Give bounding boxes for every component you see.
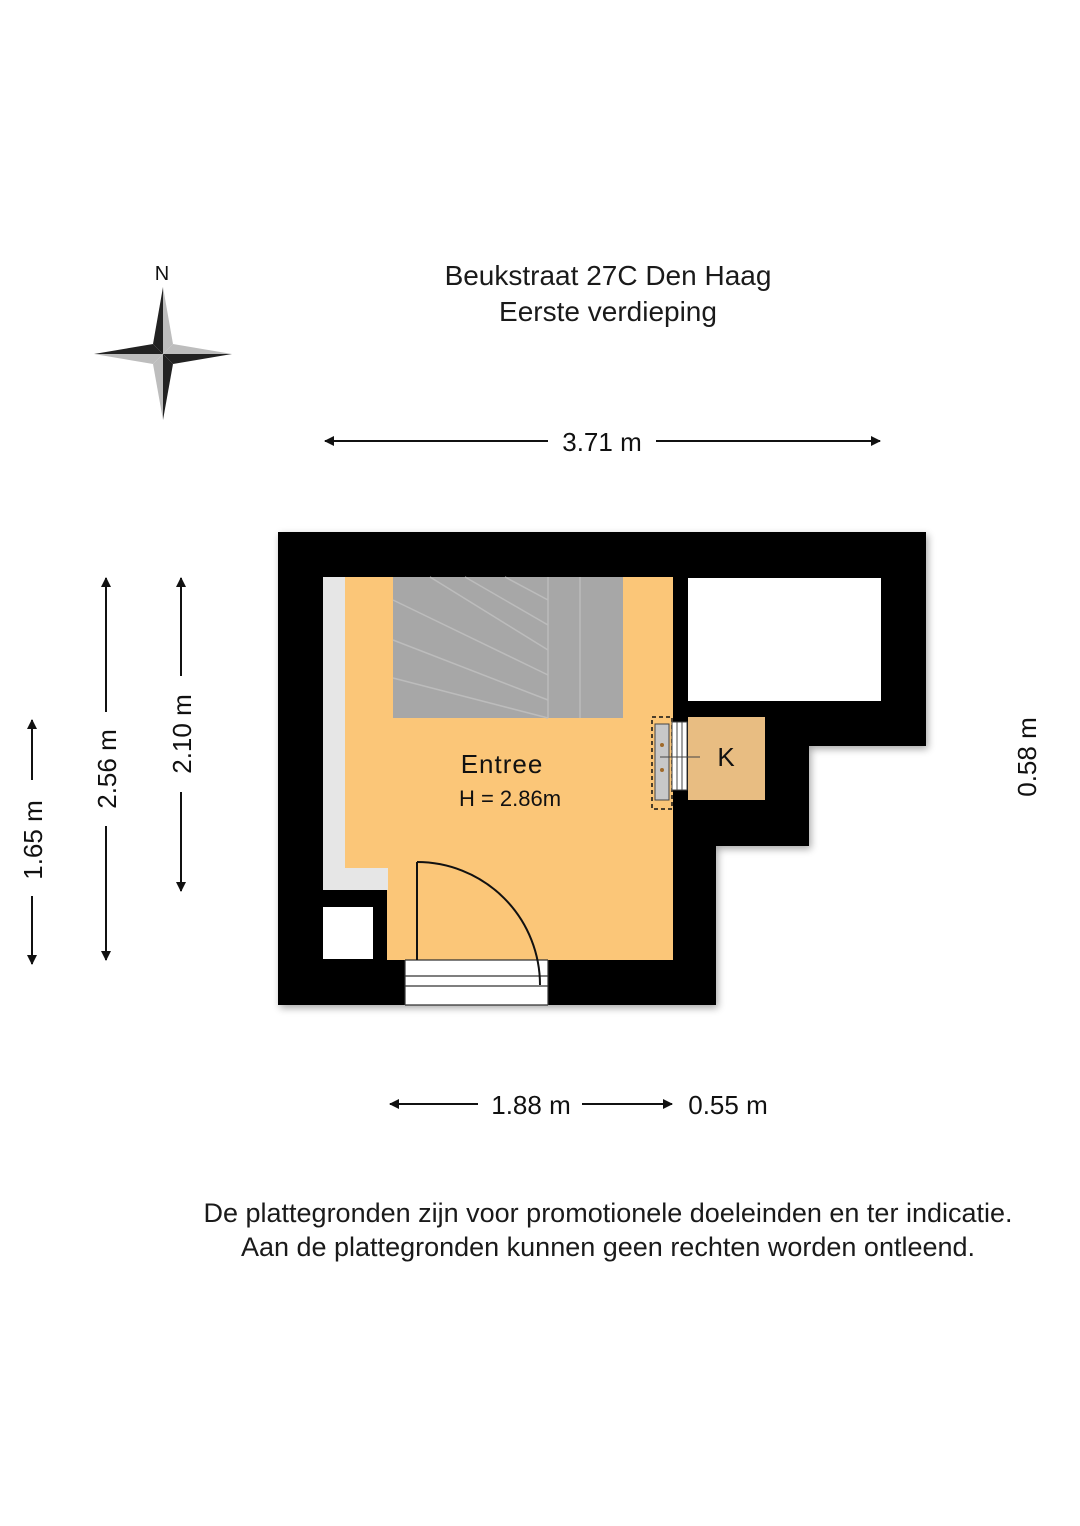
- compass-rose-icon: N: [94, 263, 232, 420]
- closet-label: K: [717, 742, 735, 772]
- staircase: [392, 576, 623, 719]
- dimension-left-outer: 1.65 m: [18, 719, 48, 965]
- dimension-right-label: 0.58 m: [1012, 717, 1042, 797]
- dimension-left-inner-label: 2.10 m: [167, 694, 197, 774]
- floor-label: Eerste verdieping: [499, 296, 717, 327]
- upper-right-void: [688, 578, 881, 701]
- small-void: [323, 907, 373, 959]
- dimension-left-inner: 2.10 m: [167, 577, 197, 892]
- dimension-bottom-side-label: 0.55 m: [688, 1090, 768, 1120]
- dimension-top-width: 3.71 m: [324, 427, 881, 457]
- side-strip-base: [323, 868, 388, 890]
- address-label: Beukstraat 27C Den Haag: [444, 260, 772, 291]
- front-door: [404, 861, 549, 1006]
- dimension-bottom: 1.88 m 0.55 m: [389, 1090, 768, 1120]
- disclaimer-line-1: De plattegronden zijn voor promotionele …: [203, 1198, 1013, 1228]
- floorplan-title: Beukstraat 27C Den Haag Eerste verdiepin…: [0, 258, 1080, 330]
- room-name: Entree: [461, 749, 544, 779]
- disclaimer-line-2: Aan de plattegronden kunnen geen rechten…: [240, 1232, 976, 1262]
- dimension-top-width-label: 3.71 m: [562, 427, 642, 457]
- dimension-left-middle-label: 2.56 m: [92, 729, 122, 809]
- closet-k: [688, 717, 765, 800]
- side-strip: [323, 577, 345, 870]
- dimension-bottom-main-label: 1.88 m: [491, 1090, 571, 1120]
- north-label: N: [155, 263, 169, 285]
- dimension-left-outer-label: 1.65 m: [18, 800, 48, 880]
- room-height: H = 2.86m: [459, 786, 561, 811]
- meter-cabinet: [651, 716, 700, 810]
- dimension-left-middle: 2.56 m: [92, 577, 122, 961]
- disclaimer: De plattegronden zijn voor promotionele …: [150, 1196, 1066, 1264]
